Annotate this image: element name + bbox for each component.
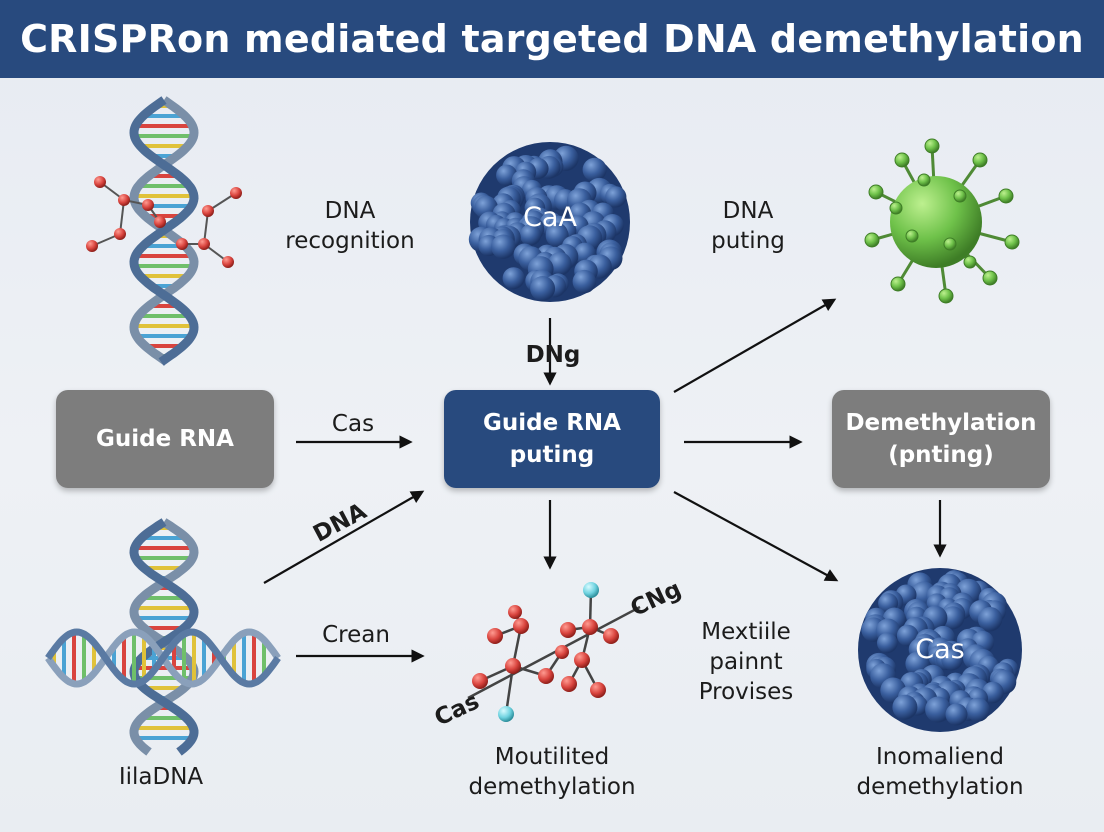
arrow-center-to-virus	[673, 298, 837, 393]
dna-helix-icon	[86, 96, 242, 366]
arrow-center-to-cas	[673, 491, 839, 582]
protein-subunit	[545, 224, 569, 248]
virus-spike-node	[998, 188, 1014, 204]
virus-spike-node	[982, 270, 998, 286]
inomaliend-label: Inomaliend demethylation	[856, 744, 1024, 800]
protein-subunit	[582, 157, 607, 182]
iiladna-label: IilaDNA	[118, 764, 204, 790]
guide-rna-left-label: Guide RNA	[96, 426, 234, 452]
guide-rna-center-box: Guide RNA puting	[444, 390, 660, 488]
virus-spike-node	[1004, 234, 1020, 250]
arrow-dna-to-center	[263, 490, 425, 584]
dng-label: DNg	[525, 342, 581, 368]
virus-spike-node	[943, 237, 957, 251]
protein-subunit	[519, 224, 542, 246]
virus-spike-node	[963, 255, 977, 269]
protein-subunit	[548, 252, 572, 276]
virus-spike-node	[889, 201, 903, 215]
dna-helix-icon	[45, 518, 281, 756]
virus-particle-icon	[864, 138, 1020, 304]
protein-subunit	[945, 703, 968, 726]
virus-spike-node	[864, 232, 880, 248]
protein-subunit	[965, 697, 990, 722]
demethylation-box: Demethylation (pnting)	[832, 390, 1050, 488]
virus-spike-node	[953, 189, 967, 203]
flow-arrows	[263, 298, 947, 663]
crean-label: Crean	[322, 622, 390, 648]
virus-spike-node	[924, 138, 940, 154]
protein-cluster-icon	[468, 142, 630, 302]
dna-recognition-label: DNA recognition	[285, 198, 415, 254]
virus-spike-node	[868, 184, 884, 200]
protein-bottom-label: Cas	[915, 634, 965, 665]
protein-subunit	[530, 276, 556, 301]
molecule-icon	[467, 582, 641, 722]
demethylation-box-line2: (pnting)	[888, 442, 994, 468]
virus-spike-node	[917, 173, 931, 187]
protein-subunit	[977, 607, 1003, 632]
protein-subunit	[491, 234, 516, 259]
protein-subunit	[877, 632, 898, 654]
protein-subunit	[941, 606, 965, 630]
protein-subunit	[941, 649, 963, 671]
mextiile-label: Mextiile painnt Provises	[698, 619, 794, 705]
title-bar: CRISPRon mediated targeted DNA demethyla…	[0, 0, 1104, 78]
guide-rna-left-box: Guide RNA	[56, 390, 274, 488]
protein-cluster-icon	[858, 568, 1022, 732]
protein-subunit	[892, 694, 918, 720]
dna-puting-label: DNA puting	[711, 198, 785, 254]
virus-spike-node	[894, 152, 910, 168]
virus-spike-node	[972, 152, 988, 168]
page-title: CRISPRon mediated targeted DNA demethyla…	[20, 17, 1084, 61]
cas-arrow-label: Cas	[331, 411, 375, 437]
moutilited-label: Moutilited demethylation	[468, 744, 636, 800]
virus-spike-node	[905, 229, 919, 243]
virus-spike-node	[938, 288, 954, 304]
protein-subunit	[502, 267, 525, 290]
protein-subunit	[572, 269, 596, 294]
guide-rna-center-line1: Guide RNA	[483, 410, 621, 436]
protein-subunit	[925, 696, 952, 723]
virus-spike-node	[890, 276, 906, 292]
guide-rna-center-line2: puting	[509, 442, 595, 468]
protein-subunit	[605, 186, 627, 208]
protein-top-label: CaA	[523, 202, 577, 233]
demethylation-box-line1: Demethylation	[845, 410, 1037, 436]
